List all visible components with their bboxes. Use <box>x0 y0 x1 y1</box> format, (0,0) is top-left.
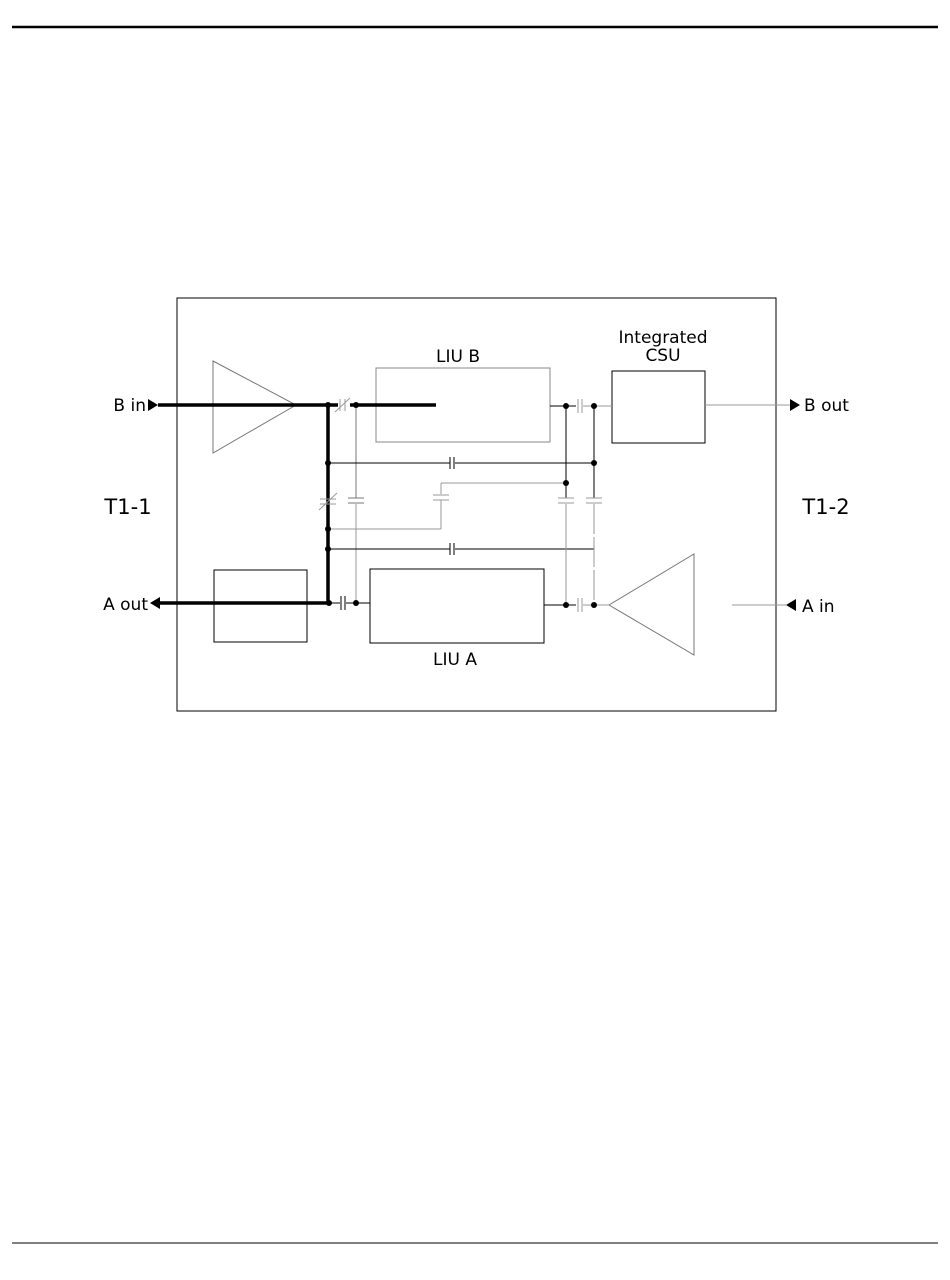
a-in-label: A in <box>802 597 835 617</box>
b-out-arrow <box>790 399 800 411</box>
a-in-arrow <box>786 599 796 611</box>
a-out-arrow <box>150 597 160 609</box>
t1-2-label: T1-2 <box>801 495 849 519</box>
t1-1-label: T1-1 <box>103 495 151 519</box>
b-in-arrow <box>148 399 158 411</box>
csu-label-line2: CSU <box>645 346 680 366</box>
b-in-label: B in <box>113 396 146 416</box>
thin-connections <box>328 405 612 605</box>
active-signal-path <box>158 405 436 603</box>
a-out-label: A out <box>103 595 148 615</box>
liu-a-label: LIU A <box>433 650 477 670</box>
junction-dots <box>325 402 597 608</box>
liu-b-label: LIU B <box>436 347 480 367</box>
liu-a-block <box>370 569 544 643</box>
a-output-block <box>214 570 307 642</box>
capacitors <box>319 398 602 612</box>
a-input-amplifier <box>609 554 694 655</box>
csu-label-line1: Integrated <box>618 328 707 348</box>
b-input-amplifier <box>213 361 296 453</box>
b-out-label: B out <box>804 396 849 416</box>
csu-block <box>612 371 705 443</box>
